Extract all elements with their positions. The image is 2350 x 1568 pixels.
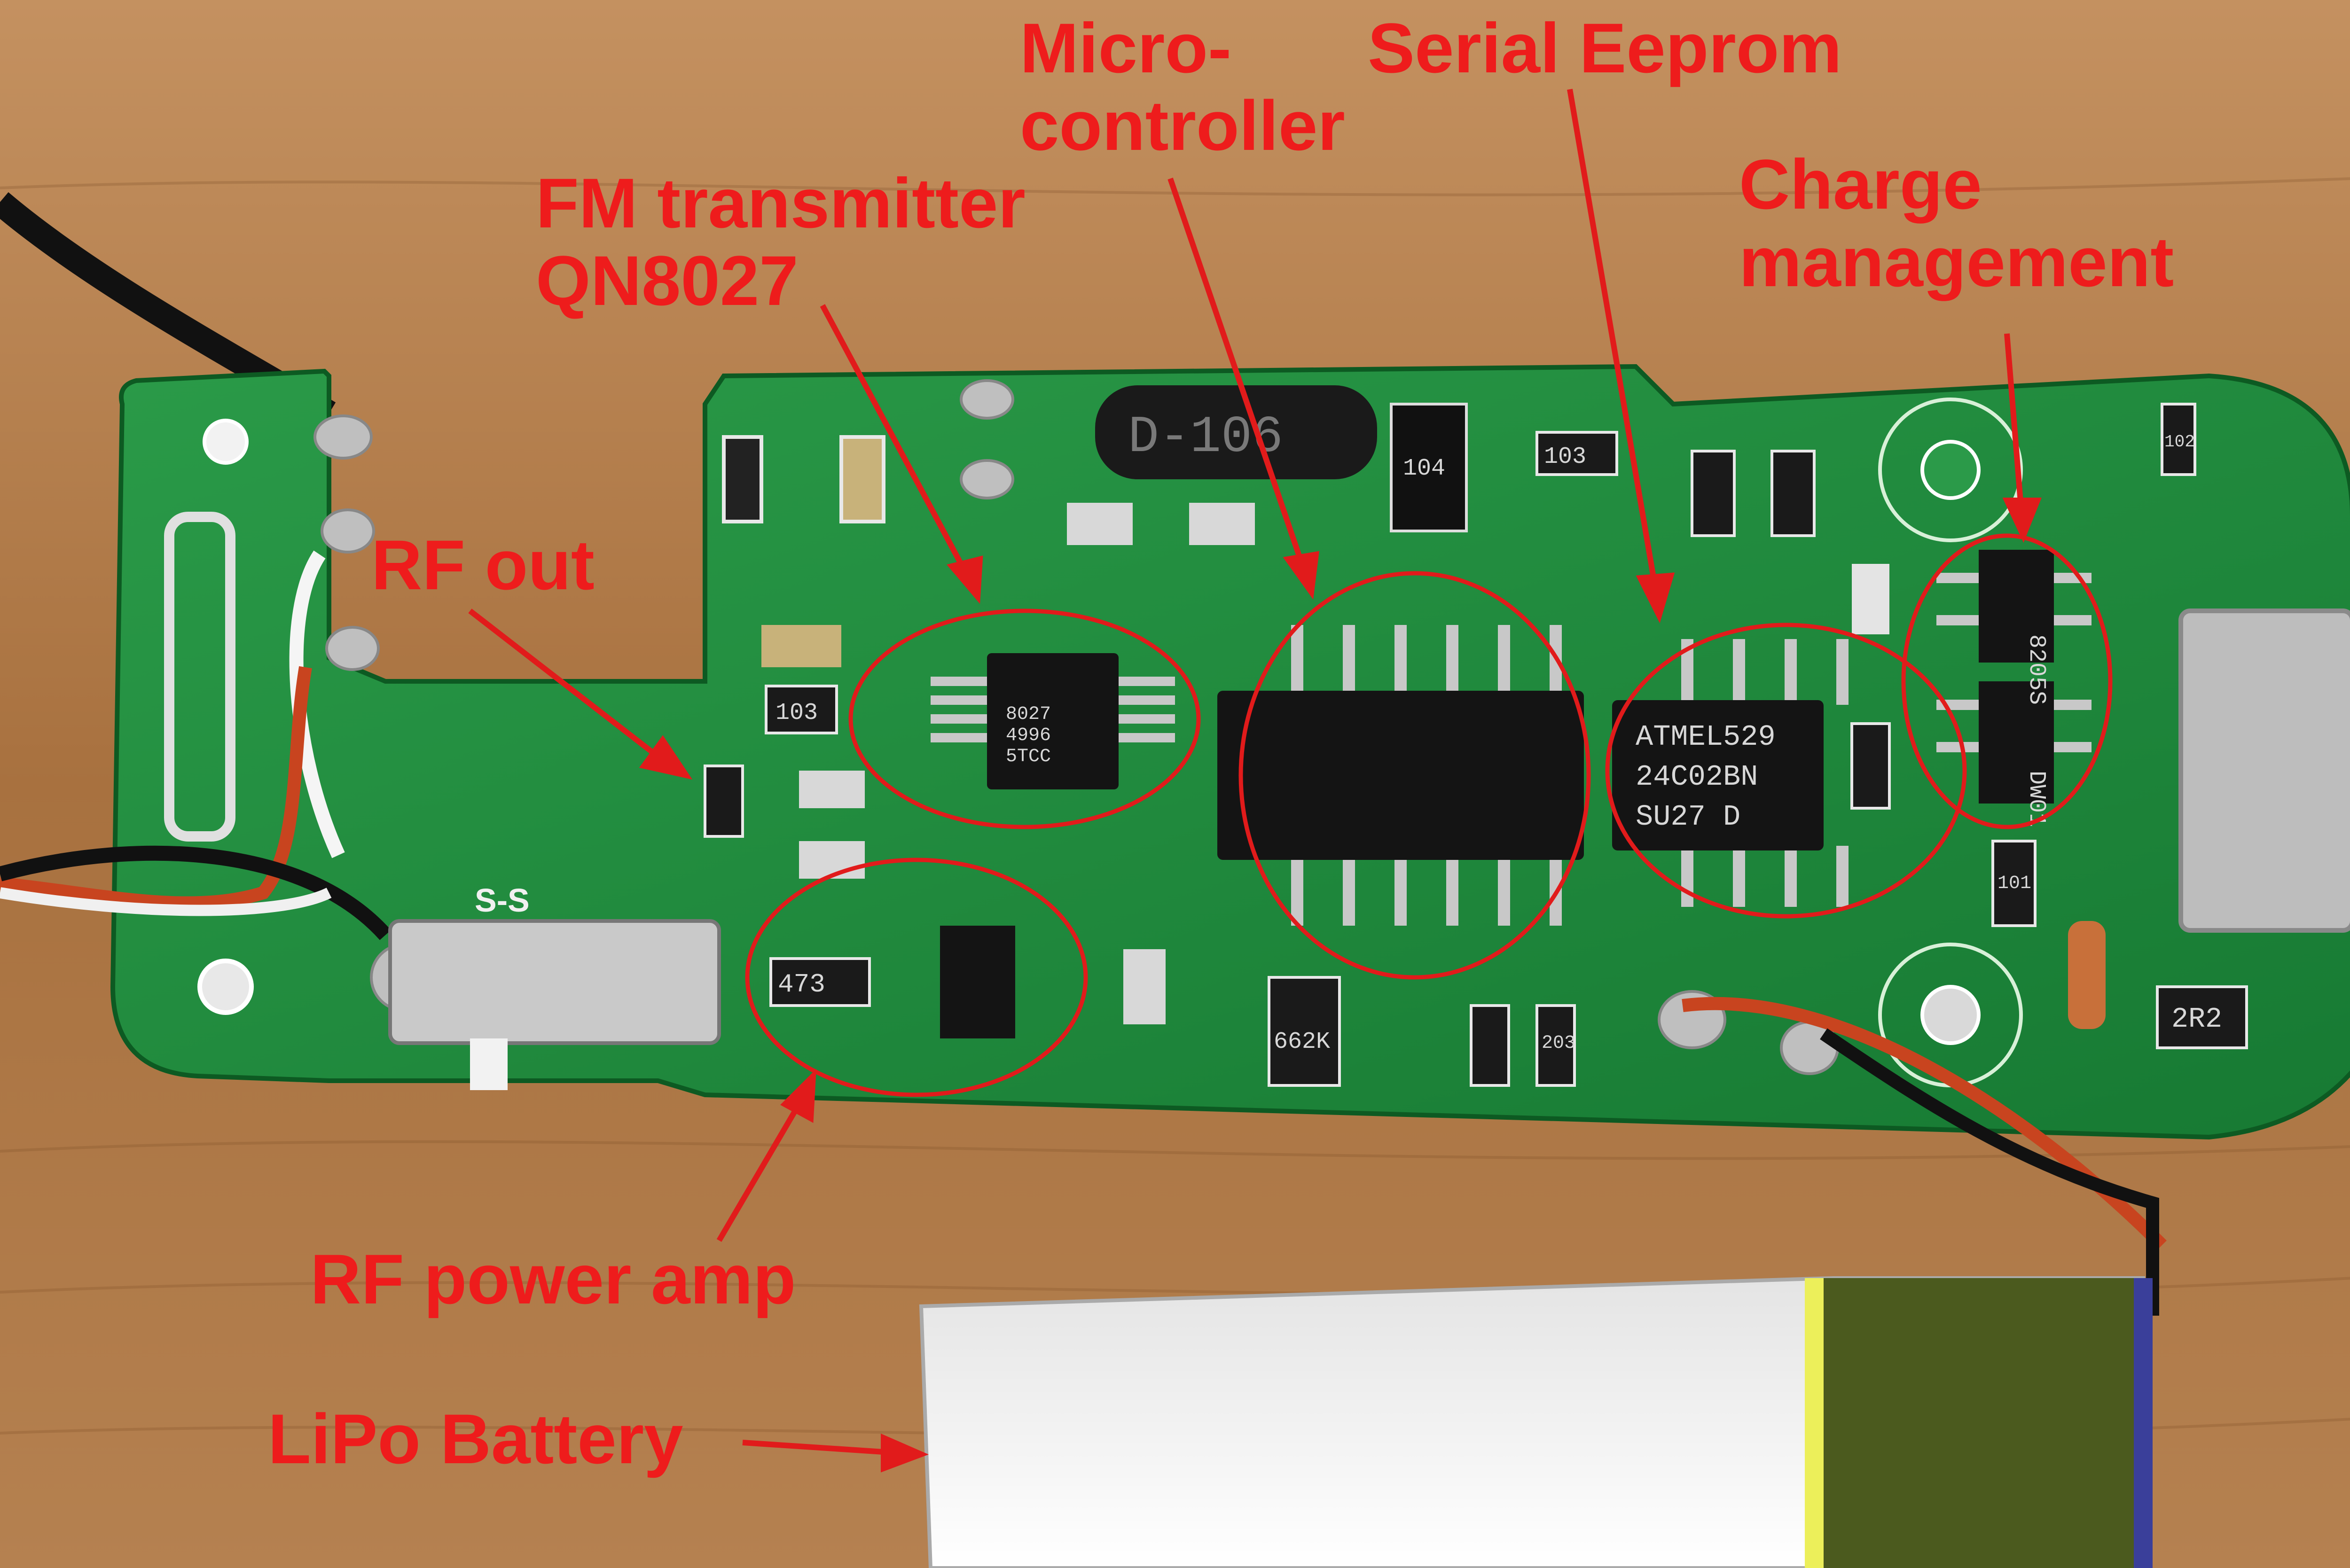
annotation-circles bbox=[745, 533, 2113, 1097]
label-rf-power-amp: RF power amp bbox=[310, 1240, 796, 1318]
resistor-102-marking: 102 bbox=[2164, 432, 2195, 452]
pcb-antenna bbox=[164, 512, 235, 842]
resistor-103-marking: 103 bbox=[1544, 444, 1586, 470]
fm-transmitter-chip: 8027 4996 5TCC bbox=[931, 653, 1175, 789]
label-lipo-battery: LiPo Battery bbox=[268, 1399, 683, 1478]
resistor-101-marking: 101 bbox=[1998, 873, 2031, 894]
switch-silk: S-S bbox=[475, 882, 530, 919]
wire-white bbox=[0, 887, 332, 916]
charge-management-chips: 8205S DW01 bbox=[1936, 550, 2092, 827]
label-fm-transmitter: FM transmitter QN8027 bbox=[536, 164, 1026, 320]
wire-red bbox=[0, 666, 312, 910]
mounting-hole bbox=[1920, 440, 1981, 500]
charge-chip-marking: 8205S bbox=[2023, 634, 2050, 705]
slide-switch: S-S bbox=[388, 882, 721, 1090]
eeprom-chip: ATMEL529 24C02BN SU27 D bbox=[1612, 639, 1849, 907]
battery-wire-black bbox=[1820, 1028, 2159, 1316]
smd-components bbox=[704, 403, 2248, 1087]
wire-black bbox=[0, 845, 391, 940]
label-charge-management: Charge management bbox=[1739, 145, 2174, 301]
fm-chip-marking: 8027 bbox=[1006, 704, 1051, 725]
crystal: D-106 bbox=[1095, 385, 1377, 479]
label-rf-out: RF out bbox=[371, 525, 595, 604]
lipo-battery bbox=[919, 1276, 2153, 1568]
mounting-hole bbox=[197, 959, 254, 1015]
usb-port bbox=[2178, 608, 2350, 933]
mounting-hole bbox=[1920, 985, 1981, 1045]
eeprom-marking: 24C02BN bbox=[1636, 760, 1758, 794]
mounting-hole bbox=[1878, 398, 2023, 542]
annotation-arrows bbox=[468, 88, 2042, 1473]
resistor-203-marking: 203 bbox=[1542, 1033, 1575, 1054]
fm-chip-marking: 5TCC bbox=[1006, 746, 1051, 767]
fm-chip-marking: 4996 bbox=[1006, 725, 1051, 746]
resistor-104-marking: 104 bbox=[1403, 455, 1445, 482]
mounting-hole bbox=[203, 419, 249, 465]
resistor-473-marking: 473 bbox=[778, 969, 825, 999]
resistor-103-marking: 103 bbox=[776, 700, 818, 726]
label-serial-eeprom: Serial Eeprom bbox=[1368, 8, 1842, 87]
rf-amp-transistor bbox=[940, 926, 1015, 1038]
resistor-662k-marking: 662K bbox=[1274, 1029, 1330, 1055]
eeprom-marking: SU27 D bbox=[1636, 800, 1740, 834]
inductor-2r2-marking: 2R2 bbox=[2171, 1004, 2222, 1036]
label-microcontroller: Micro- controller bbox=[1020, 8, 1345, 165]
eeprom-marking: ATMEL529 bbox=[1636, 720, 1776, 754]
